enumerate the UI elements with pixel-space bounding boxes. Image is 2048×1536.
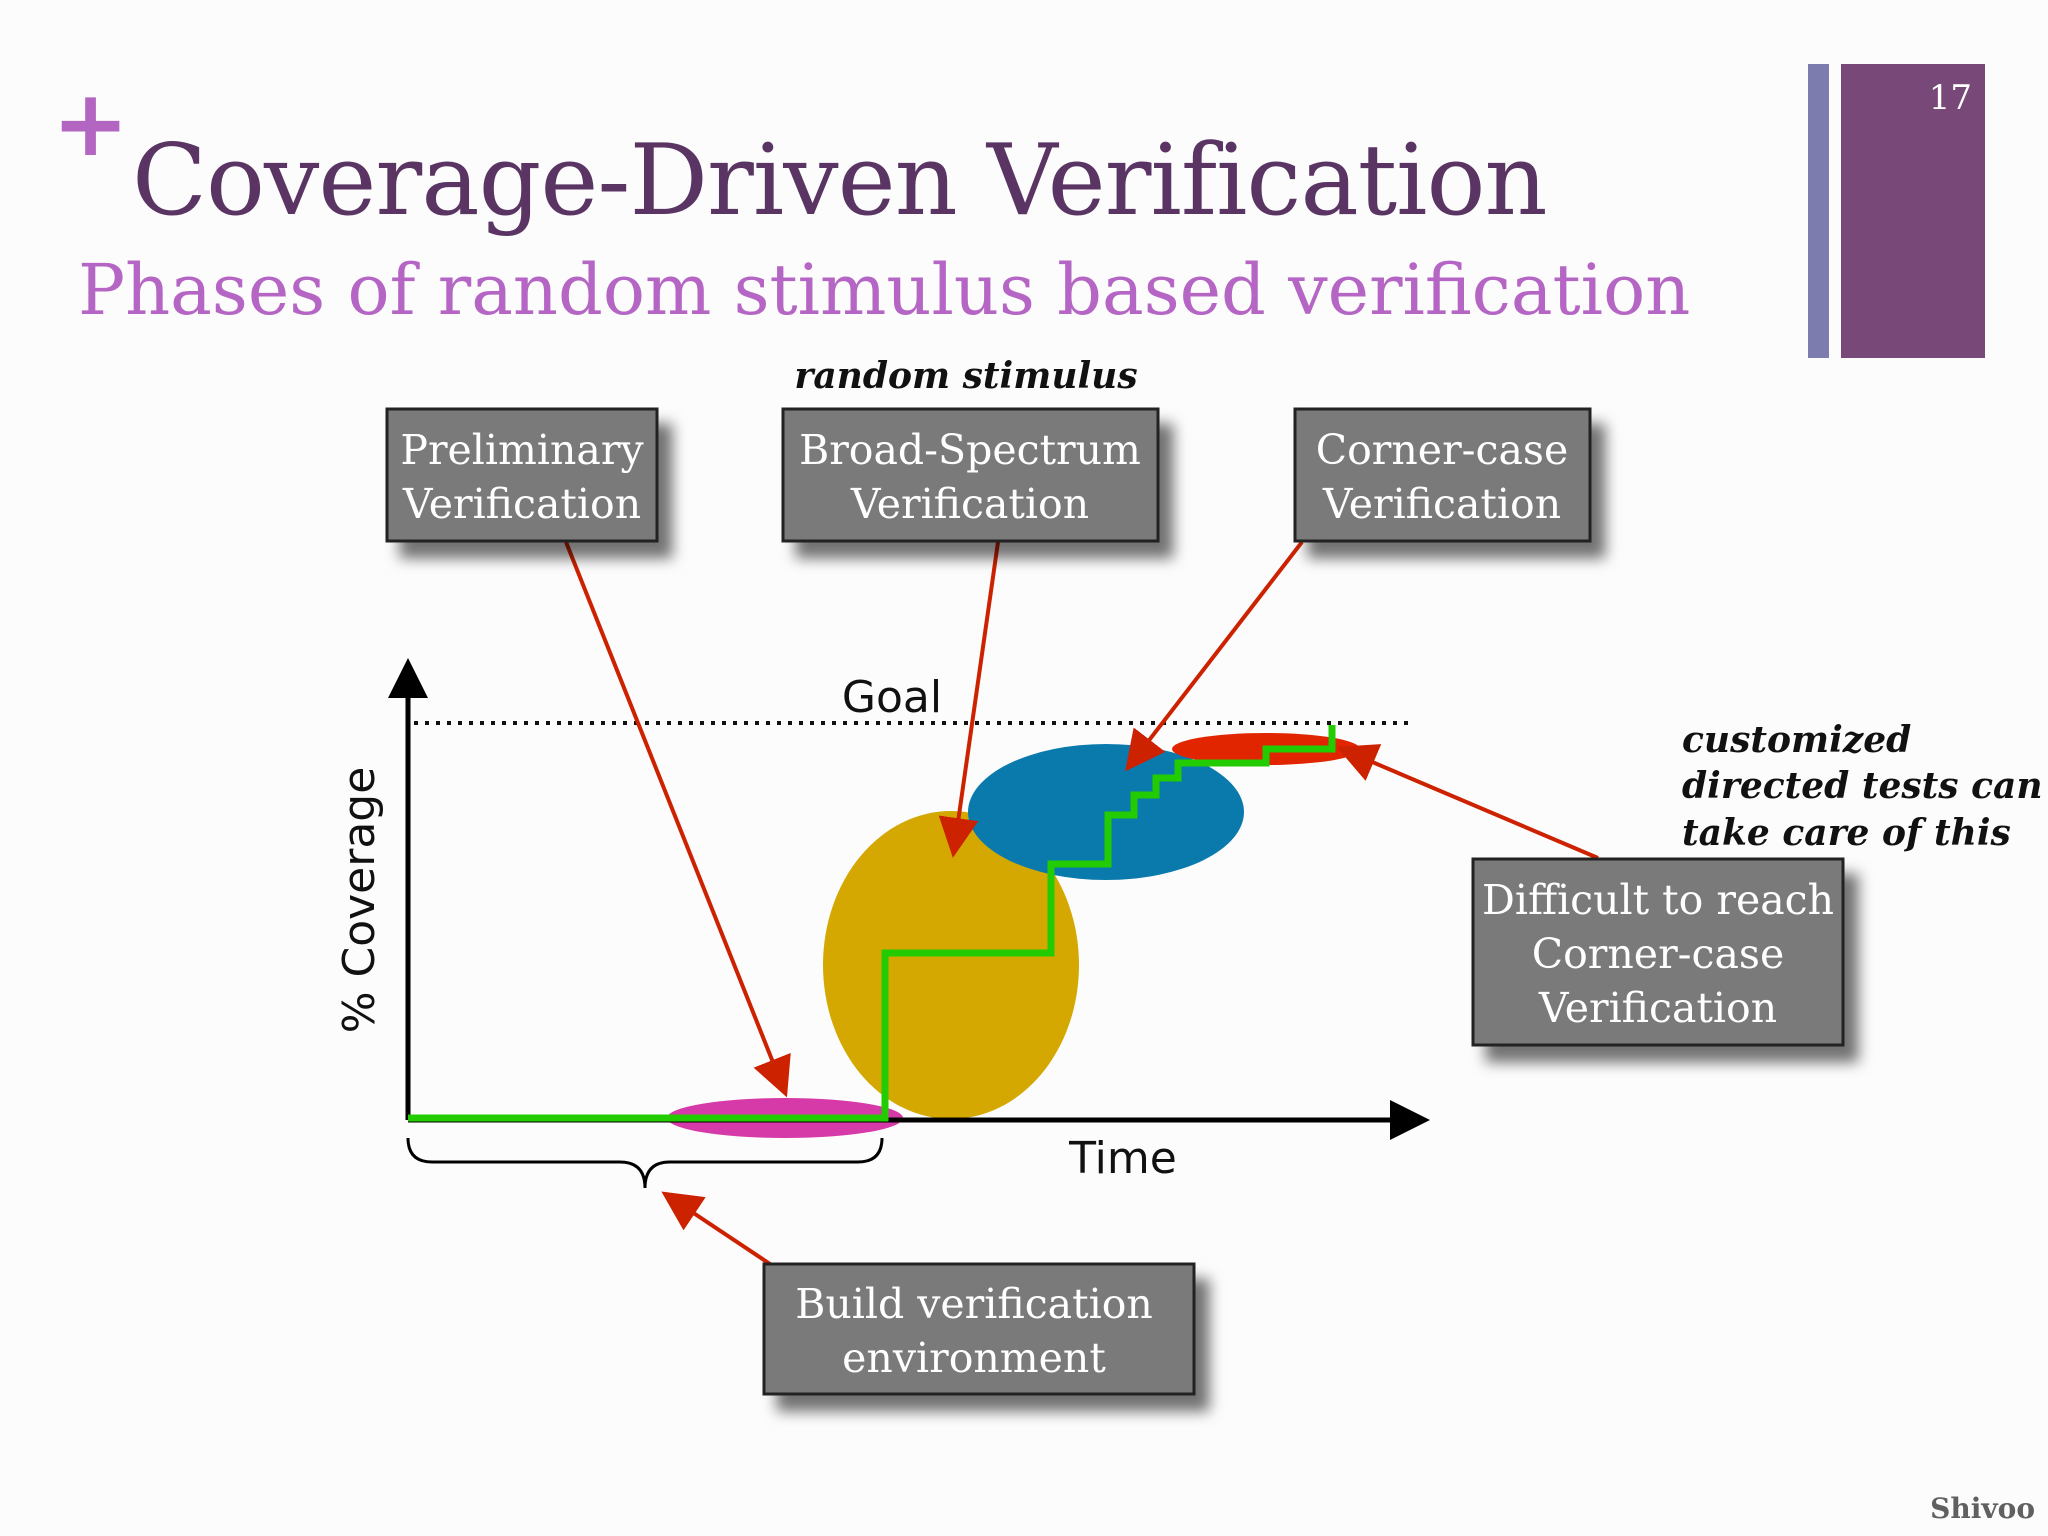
x-axis-label: Time <box>1068 1133 1177 1184</box>
arrow-corner-case <box>1125 540 1304 772</box>
box-corner-case-verification: Corner-case Verification <box>1293 407 1592 543</box>
random-stimulus-label: random stimulus <box>794 355 1137 397</box>
arrow-build-env <box>661 1191 772 1266</box>
directed-tests-note: customized directed tests can take care … <box>1682 719 2043 854</box>
svg-text:directed tests can: directed tests can <box>1682 765 2043 807</box>
svg-text:Verification: Verification <box>850 480 1089 528</box>
box-difficult-corner-case: Difficult to reach Corner-case Verificat… <box>1471 857 1845 1047</box>
footer-brand: Shivoo <box>1930 1492 2035 1525</box>
svg-text:Broad-Spectrum: Broad-Spectrum <box>799 426 1141 474</box>
svg-text:Verification: Verification <box>1322 480 1561 528</box>
box-broad-spectrum-verification: Broad-Spectrum Verification <box>781 407 1160 543</box>
plus-icon: + <box>52 70 130 177</box>
goal-label: Goal <box>842 672 942 723</box>
svg-text:Preliminary: Preliminary <box>400 426 644 474</box>
setup-brace <box>406 1137 884 1189</box>
box-build-environment: Build verification environment <box>762 1262 1196 1396</box>
y-axis-label: % Coverage <box>334 767 385 1034</box>
svg-text:Build verification: Build verification <box>795 1280 1153 1328</box>
svg-text:Verification: Verification <box>402 480 641 528</box>
accent-bar-thin <box>1808 64 1829 358</box>
arrow-difficult <box>1336 744 1599 860</box>
svg-text:environment: environment <box>842 1334 1106 1382</box>
coverage-line <box>408 725 1336 1122</box>
svg-text:customized: customized <box>1682 719 1911 761</box>
accent-bar-thick <box>1841 64 1985 358</box>
svg-text:Corner-case: Corner-case <box>1316 426 1569 474</box>
box-preliminary-verification: Preliminary Verification <box>385 407 659 543</box>
svg-text:Difficult to reach: Difficult to reach <box>1482 876 1834 924</box>
slide-title: Coverage-Driven Verification <box>132 124 1548 238</box>
slide-subtitle: Phases of random stimulus based verifica… <box>78 249 1691 331</box>
arrow-broad-spectrum <box>938 541 1000 858</box>
arrow-preliminary <box>564 541 791 1098</box>
svg-text:Verification: Verification <box>1538 984 1777 1032</box>
svg-text:take care of this: take care of this <box>1682 812 2011 854</box>
page-number: 17 <box>1928 78 1972 118</box>
svg-text:Corner-case: Corner-case <box>1532 930 1785 978</box>
